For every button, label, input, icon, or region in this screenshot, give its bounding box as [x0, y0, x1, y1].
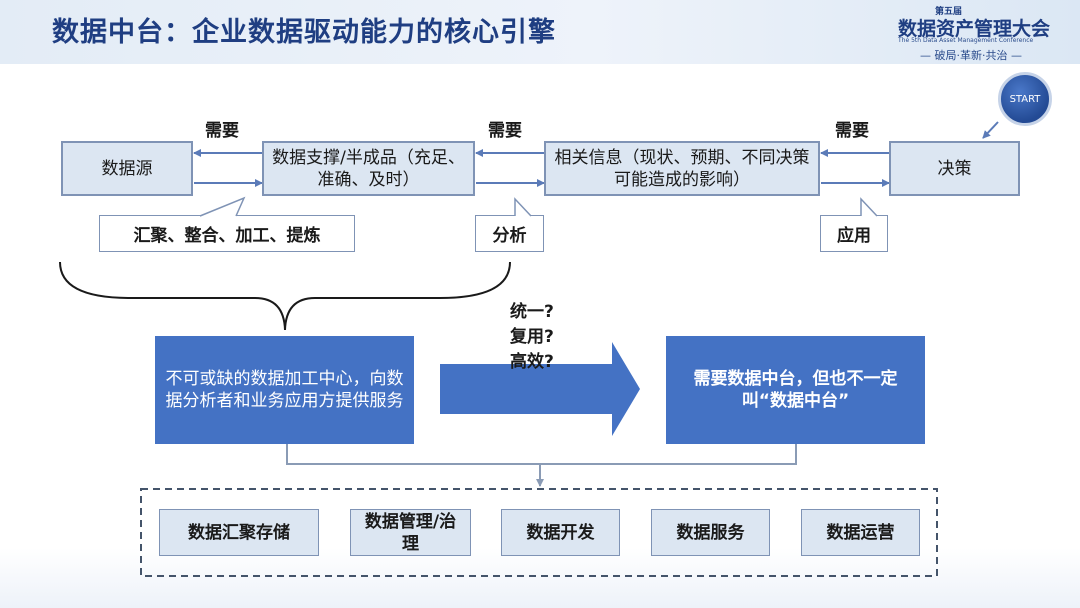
need-label-2: 需要: [488, 121, 522, 141]
question-list: 统一? 复用? 高效?: [510, 300, 554, 375]
callout-analyze: 分析: [475, 215, 544, 252]
capability-development: 数据开发: [501, 509, 620, 556]
conference-name: 数据资产管理大会: [898, 18, 1051, 40]
need-label-3: 需要: [835, 121, 869, 141]
capability-service: 数据服务: [651, 509, 770, 556]
capability-aggregation-storage: 数据汇聚存储: [159, 509, 319, 556]
curly-brace: [59, 261, 511, 331]
question-efficiency: 高效?: [510, 352, 554, 372]
callout-apply: 应用: [820, 215, 888, 252]
capability-operation: 数据运营: [801, 509, 920, 556]
question-reuse: 复用?: [510, 327, 554, 347]
callout-tail-apply: [860, 197, 878, 217]
data-middle-platform-box: 需要数据中台，但也不一定叫“数据中台”: [666, 336, 925, 444]
conference-english-name: The 5th Data Asset Management Conference: [898, 37, 1034, 44]
arrow-start-to-decision: [982, 121, 999, 139]
callout-tail-aggregate: [199, 196, 246, 217]
callout-tail-analyze: [514, 197, 532, 217]
data-support-box: 数据支撑/半成品（充足、准确、及时）: [262, 141, 475, 196]
header-banner: [0, 0, 1080, 64]
capability-container: [140, 488, 938, 577]
page-title: 数据中台：企业数据驱动能力的核心引擎: [52, 17, 556, 48]
capability-management-governance: 数据管理/治理: [350, 509, 471, 556]
big-right-arrow: [440, 342, 640, 436]
callout-aggregate: 汇聚、整合、加工、提炼: [99, 215, 355, 252]
conference-edition: 第五届: [935, 7, 963, 17]
conference-slogan: — 破局·革新·共治 —: [920, 49, 1022, 62]
decision-box: 决策: [889, 141, 1020, 196]
processing-center-box: 不可或缺的数据加工中心，向数据分析者和业务应用方提供服务: [155, 336, 414, 444]
question-unify: 统一?: [510, 302, 554, 322]
data-source-box: 数据源: [61, 141, 193, 196]
related-info-box: 相关信息（现状、预期、不同决策可能造成的影响）: [544, 141, 820, 196]
bottom-decoration: [0, 548, 1080, 608]
start-button: START: [998, 72, 1052, 126]
bracket-connector: [286, 444, 797, 465]
need-label-1: 需要: [205, 121, 239, 141]
